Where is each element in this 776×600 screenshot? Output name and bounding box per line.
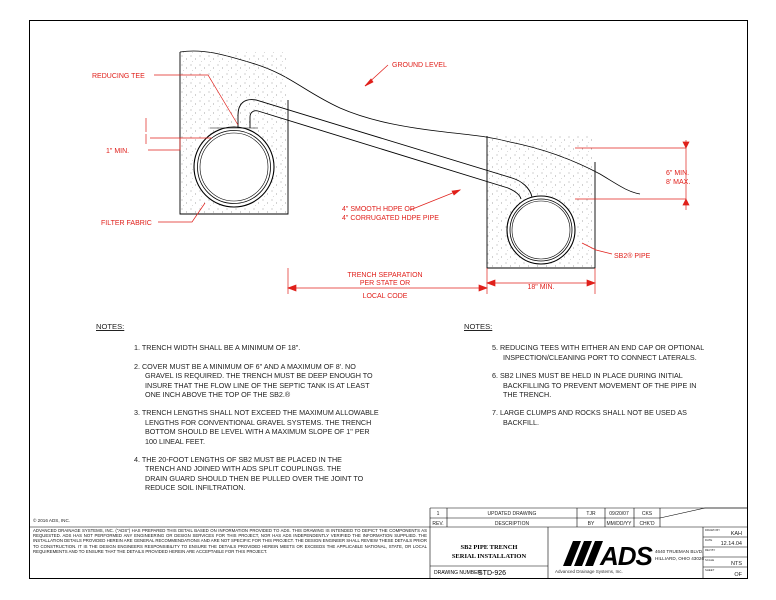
notes-left-heading: NOTES: <box>96 322 125 331</box>
scale-label: SCALE <box>705 558 714 562</box>
label-pipe-spec-2: 4" CORRUGATED HDPE PIPE <box>342 215 439 222</box>
label-sb2-pipe: SB2® PIPE <box>614 252 651 260</box>
label-trench-separation-3: LOCAL CODE <box>363 293 408 300</box>
label-18in-min: 18" MIN. <box>528 284 555 291</box>
sheet-border <box>29 20 748 579</box>
drawn-by-label: DRAWN BY <box>705 528 720 532</box>
rev-hdr-rev: REV. <box>432 521 443 527</box>
rev-number: 1 <box>437 511 440 517</box>
date-value: 12.14.04 <box>721 541 742 547</box>
label-cover-max: 8' MAX. <box>666 179 690 186</box>
note-7: 7. LARGE CLUMPS AND ROCKS SHALL NOT BE U… <box>492 408 687 427</box>
note-4: 4. THE 20-FOOT LENGTHS OF SB2 MUST BE PL… <box>134 455 364 493</box>
rev-hdr-checked: CHK'D <box>639 521 655 527</box>
copyright: © 2016 ADS, INC. <box>33 518 71 523</box>
rev-description: UPDATED DRAWING <box>488 511 537 517</box>
right-sb2-pipe <box>506 195 576 265</box>
note-1: 1. TRENCH WIDTH SHALL BE A MINIMUM OF 18… <box>134 343 301 353</box>
note-3: 3. TRENCH LENGTHS SHALL NOT EXCEED THE M… <box>134 408 379 446</box>
disclaimer: ADVANCED DRAINAGE SYSTEMS, INC. ("ADS") … <box>33 528 427 554</box>
label-ground-level: GROUND LEVEL <box>392 62 447 69</box>
scale-value: NTS <box>731 561 742 567</box>
title-block <box>29 507 748 579</box>
sheet-value: OF <box>734 572 742 578</box>
label-pipe-spec-1: 4" SMOOTH HDPE OR <box>342 206 415 213</box>
rev-hdr-description: DESCRIPTION <box>495 521 530 527</box>
left-sb2-pipe <box>193 126 275 208</box>
drawn-by: KAH <box>731 531 742 537</box>
company-name: Advanced Drainage Systems, Inc. <box>555 569 623 574</box>
rev-hdr-date: MM/DD/YY <box>607 521 633 527</box>
drawing-number-label: DRAWING NUMBER: <box>434 570 482 576</box>
label-filter-fabric: FILTER FABRIC <box>101 220 152 227</box>
annotation-leaders <box>145 64 690 294</box>
checked-label: REV BY <box>705 548 715 552</box>
notes-right: NOTES: 5. REDUCING TEES WITH EITHER AN E… <box>464 322 754 436</box>
label-1in-min: 1" MIN. <box>106 148 129 155</box>
ads-logo: ADS Advanced Drainage Systems, Inc. 4640… <box>555 541 704 574</box>
address-line-2: HILLIARD, OHIO 43026 <box>655 556 704 561</box>
connecting-hdpe-pipe <box>237 99 533 200</box>
label-reducing-tee: REDUCING TEE <box>92 73 145 80</box>
address-line-1: 4640 TRUEMAN BLVD. <box>655 549 703 554</box>
ads-logo-text: ADS <box>599 541 654 571</box>
drawing-title-2: SERIAL INSTALLATION <box>452 553 527 560</box>
left-trench <box>179 52 289 215</box>
rev-checked: CKS <box>642 511 653 517</box>
note-6: 6. SB2 LINES MUST BE HELD IN PLACE DURIN… <box>492 371 697 400</box>
drawing-number: STD-926 <box>478 570 506 577</box>
note-2: 2. COVER MUST BE A MINIMUM OF 6" AND A M… <box>134 361 373 400</box>
rev-by: TJR <box>586 511 596 517</box>
label-trench-separation-2: PER STATE OR <box>360 280 410 287</box>
rev-date: 09/20/07 <box>609 511 629 517</box>
label-trench-separation-1: TRENCH SEPARATION <box>347 272 422 279</box>
note-5: 5. REDUCING TEES WITH EITHER AN END CAP … <box>492 343 705 362</box>
label-cover-min: 6" MIN. <box>666 170 689 177</box>
notes-right-heading: NOTES: <box>464 322 493 331</box>
right-trench <box>486 136 596 269</box>
drawing-title-1: SB2 PIPE TRENCH <box>461 544 518 551</box>
rev-hdr-by: BY <box>588 521 595 527</box>
notes-left: NOTES: 1. TRENCH WIDTH SHALL BE A MINIMU… <box>96 322 396 502</box>
sheet-label: SHEET <box>705 568 715 572</box>
date-label: DATE <box>705 538 712 542</box>
